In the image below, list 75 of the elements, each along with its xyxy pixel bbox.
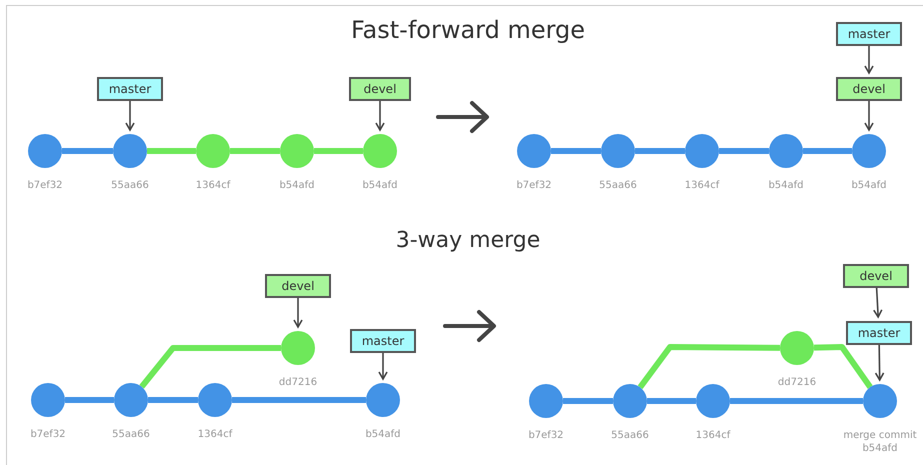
commit-link bbox=[147, 148, 196, 154]
section-heading: Fast-forward merge bbox=[350, 16, 586, 44]
commit-circle bbox=[280, 134, 314, 168]
commit-hash: b54afd bbox=[850, 180, 888, 192]
commit-link bbox=[730, 398, 863, 404]
pointer-arrow bbox=[864, 101, 874, 131]
commit-link bbox=[65, 397, 114, 403]
commit-circle bbox=[198, 383, 232, 417]
commit-circle bbox=[780, 331, 814, 365]
commit-circle bbox=[696, 384, 730, 418]
commit-hash: b7ef32 bbox=[527, 430, 565, 442]
commit-circle bbox=[196, 134, 230, 168]
branch-label: devel bbox=[843, 264, 909, 288]
commit-hash: b7ef32 bbox=[515, 180, 553, 192]
commit-link bbox=[551, 148, 601, 154]
commit-hash: 55aa66 bbox=[111, 429, 151, 442]
commit-circle bbox=[613, 384, 647, 418]
commit-link bbox=[230, 148, 280, 154]
commit-hash: dd7216 bbox=[278, 377, 318, 390]
commit-hash: b7ef32 bbox=[26, 180, 64, 192]
commit-link bbox=[139, 345, 281, 389]
commit-circle bbox=[28, 134, 62, 168]
commit-hash: 55aa66 bbox=[610, 430, 650, 442]
commit-circle bbox=[852, 134, 886, 168]
commit-link bbox=[563, 398, 613, 404]
commit-link bbox=[803, 148, 852, 154]
commit-circle bbox=[769, 134, 803, 168]
branch-label: master bbox=[350, 329, 416, 353]
commit-hash: 1364cf bbox=[194, 180, 232, 192]
commit-circle bbox=[363, 134, 397, 168]
commit-hash: b54afd bbox=[767, 180, 805, 192]
commit-circle bbox=[517, 134, 551, 168]
commit-hash: 1364cf bbox=[684, 180, 720, 192]
commit-hash: 1364cf bbox=[196, 429, 234, 442]
commit-hash: b54afd bbox=[278, 180, 316, 192]
commit-link bbox=[638, 344, 780, 390]
commit-link bbox=[814, 344, 873, 389]
commit-link bbox=[148, 397, 198, 403]
commit-link bbox=[719, 148, 769, 154]
commit-link bbox=[62, 148, 113, 154]
commit-circle bbox=[366, 383, 400, 417]
commit-circle bbox=[529, 384, 563, 418]
commit-hash: b7ef32 bbox=[29, 429, 67, 442]
commit-link bbox=[635, 148, 685, 154]
commit-circle bbox=[114, 383, 148, 417]
pointer-arrow bbox=[864, 46, 874, 74]
pointer-arrow bbox=[293, 298, 303, 328]
pointer-arrow bbox=[375, 101, 385, 131]
branch-label: devel bbox=[349, 77, 411, 101]
commit-circle bbox=[601, 134, 635, 168]
branch-label: devel bbox=[265, 274, 331, 298]
pointer-arrow bbox=[873, 288, 883, 318]
commit-circle bbox=[113, 134, 147, 168]
branch-label: devel bbox=[836, 77, 902, 101]
commit-circle bbox=[31, 383, 65, 417]
commit-circle bbox=[685, 134, 719, 168]
branch-label: master bbox=[836, 22, 902, 46]
commit-hash: dd7216 bbox=[776, 377, 818, 390]
section-heading: 3-way merge bbox=[396, 228, 540, 253]
pointer-arrow bbox=[378, 353, 388, 380]
commit-hash: b54afd bbox=[364, 429, 402, 442]
commit-link bbox=[232, 397, 366, 403]
commit-circle bbox=[863, 384, 897, 418]
commit-hash: b54afd bbox=[361, 180, 399, 192]
pointer-arrow bbox=[874, 344, 884, 381]
branch-label: master bbox=[846, 321, 912, 345]
commit-hash: 1364cf bbox=[694, 430, 732, 442]
pointer-arrow bbox=[125, 101, 135, 131]
branch-label: master bbox=[97, 77, 163, 101]
commit-circle bbox=[281, 331, 315, 365]
commit-hash: merge commit b54afd bbox=[842, 430, 918, 455]
commit-link bbox=[647, 398, 696, 404]
commit-link bbox=[314, 148, 363, 154]
commit-hash: 55aa66 bbox=[110, 180, 150, 192]
commit-hash: 55aa66 bbox=[598, 180, 638, 192]
